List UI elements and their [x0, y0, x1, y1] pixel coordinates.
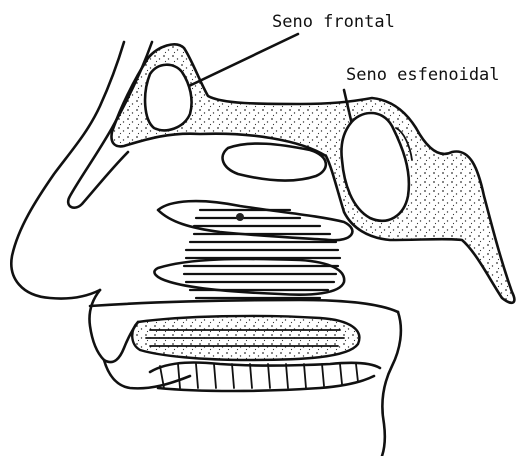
nasal-floor — [90, 300, 398, 312]
pharynx-wall — [382, 312, 401, 456]
superior-turbinate — [223, 144, 326, 181]
sphenoid-sinus-label: Seno esfenoidal — [346, 65, 500, 85]
meatus-hatching — [184, 210, 340, 298]
upper-lip-outline — [89, 290, 138, 362]
forehead-outline — [11, 42, 124, 299]
frontal-sinus — [145, 65, 192, 131]
ostium-dot — [236, 213, 244, 221]
frontal-sinus-label: Seno frontal — [272, 12, 395, 32]
